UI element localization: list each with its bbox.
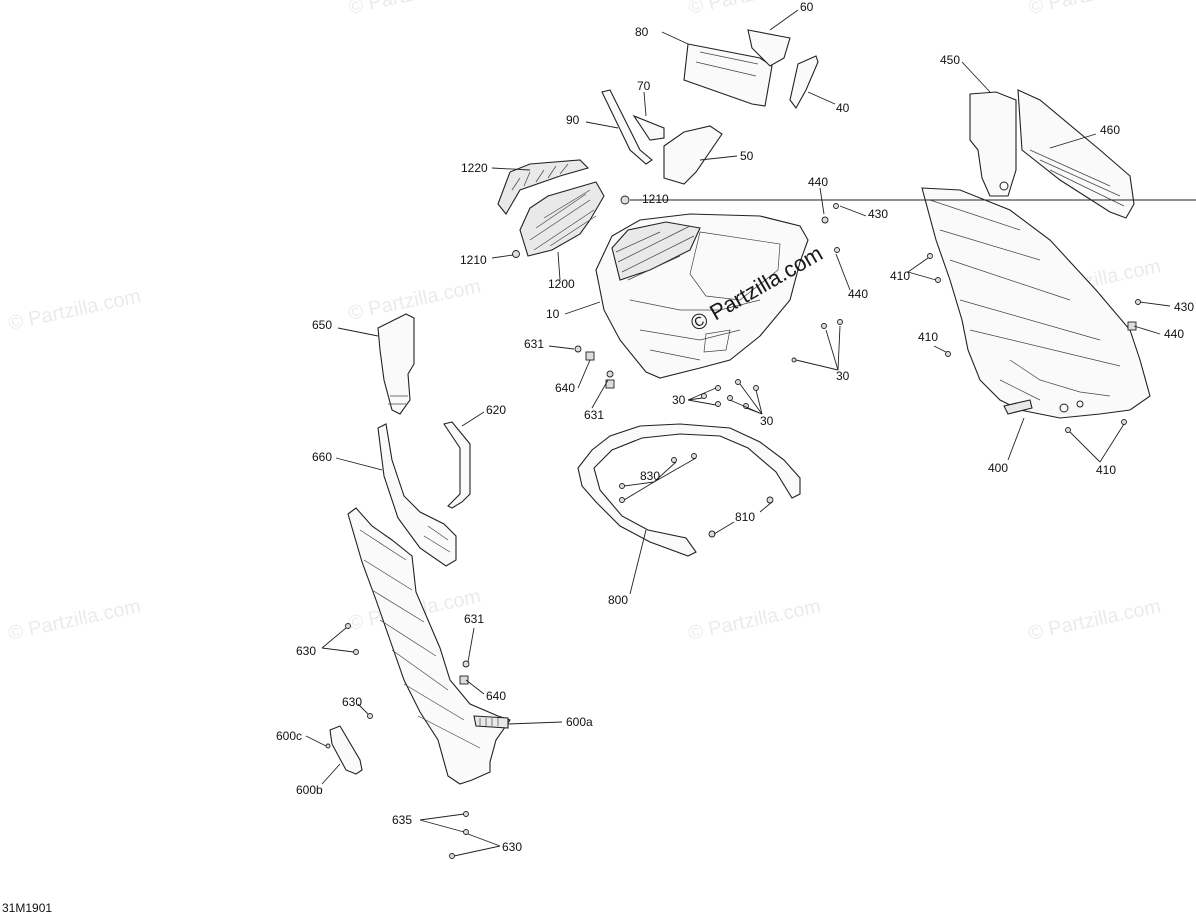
callout-631: 631 — [524, 337, 544, 351]
part-400-side-body — [921, 187, 1151, 419]
callout-30: 30 — [836, 369, 850, 383]
callout-460: 460 — [1100, 123, 1120, 137]
callout-50: 50 — [740, 149, 754, 163]
watermark: © Partzilla.com — [346, 275, 482, 325]
part-10-front-body — [595, 213, 809, 379]
callout-635: 635 — [392, 813, 412, 827]
part-460-panel — [1017, 89, 1135, 219]
leader-lines — [305, 9, 1196, 857]
callout-80: 80 — [635, 25, 649, 39]
callout-40: 40 — [836, 101, 850, 115]
callout-630: 630 — [342, 695, 362, 709]
callout-1210: 1210 — [642, 192, 669, 206]
callout-830: 830 — [640, 469, 660, 483]
part-40-panel — [789, 55, 819, 110]
callout-800: 800 — [608, 593, 628, 607]
callout-1200: 1200 — [548, 277, 575, 291]
fasteners — [325, 195, 1141, 859]
callout-90: 90 — [566, 113, 580, 127]
callout-labels: 60 80 40 70 90 50 1220 1210 1210 1200 10… — [276, 0, 1194, 854]
callout-620: 620 — [486, 403, 506, 417]
callout-630: 630 — [502, 840, 522, 854]
callout-410: 410 — [890, 269, 910, 283]
part-1200-vent — [519, 181, 605, 257]
callout-410: 410 — [1096, 463, 1116, 477]
part-60-panel — [747, 29, 791, 67]
callout-70: 70 — [637, 79, 651, 93]
watermark: © Partzilla.com — [1026, 595, 1162, 645]
callout-440: 440 — [848, 287, 868, 301]
callout-30: 30 — [672, 393, 686, 407]
watermark: © Partzilla.com — [6, 595, 142, 645]
callout-60: 60 — [800, 0, 814, 14]
callout-600c: 600c — [276, 729, 302, 743]
callout-440: 440 — [808, 175, 828, 189]
callout-660: 660 — [312, 450, 332, 464]
callout-600a: 600a — [566, 715, 593, 729]
watermark: © Partzilla.com — [6, 285, 142, 335]
callout-810: 810 — [735, 510, 755, 524]
callout-10: 10 — [546, 307, 560, 321]
callout-600b: 600b — [296, 783, 323, 797]
callout-1220: 1220 — [461, 161, 488, 175]
part-650-panel — [377, 313, 415, 415]
callout-650: 650 — [312, 318, 332, 332]
watermark: © Partzilla.com — [686, 595, 822, 645]
part-50-panel — [663, 125, 723, 185]
callout-440: 440 — [1164, 327, 1184, 341]
callout-631: 631 — [464, 612, 484, 626]
part-620-strip — [443, 421, 471, 509]
callout-430: 430 — [1174, 300, 1194, 314]
part-600a-side-body — [347, 507, 511, 785]
callout-1210: 1210 — [460, 253, 487, 267]
callout-400: 400 — [988, 461, 1008, 475]
callout-430: 430 — [868, 207, 888, 221]
callout-640: 640 — [555, 381, 575, 395]
part-600b-cover — [329, 725, 363, 775]
part-70-panel — [632, 114, 665, 141]
part-90-strip — [601, 89, 653, 165]
watermark: © Partzilla.com — [346, 0, 482, 19]
part-80-panel — [683, 43, 773, 107]
callout-640: 640 — [486, 689, 506, 703]
part-450-panel — [969, 91, 1017, 197]
watermark: © Partzilla.com — [1026, 0, 1162, 19]
callout-410: 410 — [918, 330, 938, 344]
callout-630: 630 — [296, 644, 316, 658]
callout-631: 631 — [584, 408, 604, 422]
drawing-code: 31M1901 — [2, 901, 52, 915]
callout-450: 450 — [940, 53, 960, 67]
part-800-bumper — [577, 423, 801, 557]
callout-30: 30 — [760, 414, 774, 428]
part-660-panel — [377, 423, 457, 567]
